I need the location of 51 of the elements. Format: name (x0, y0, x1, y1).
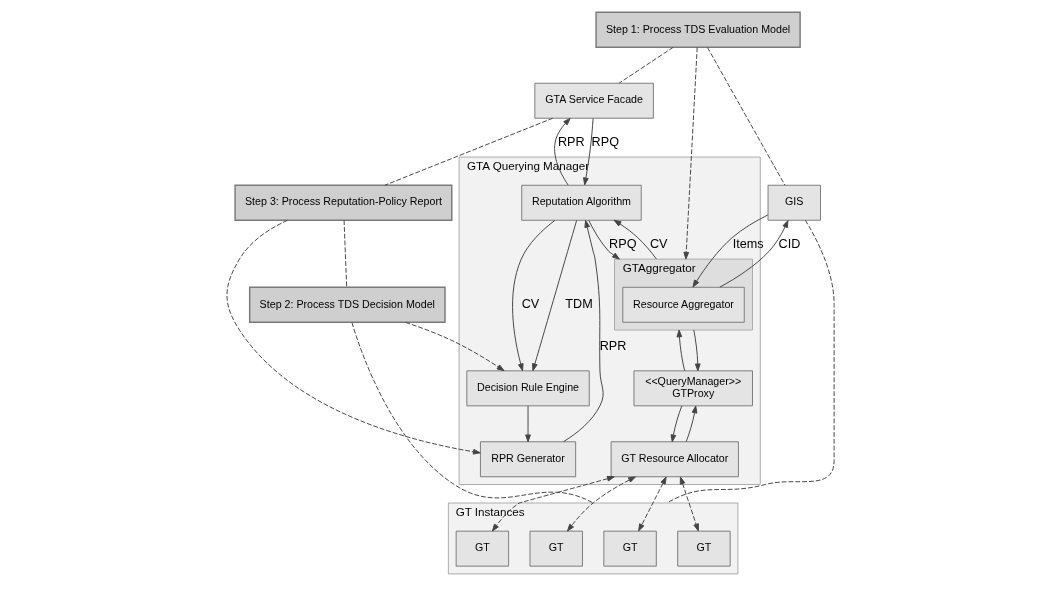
arrow (404, 321, 505, 372)
arrow (583, 118, 594, 186)
edge-label: CV (521, 297, 540, 312)
node-box: GT (677, 530, 731, 567)
node-box: Step 3: Process Reputation-Policy Report (234, 184, 453, 221)
node-box: Reputation Algorithm (521, 184, 642, 221)
connector (707, 47, 786, 186)
edge-label: CV (649, 236, 668, 251)
node-box: <<QueryManager>> GTProxy (633, 370, 753, 407)
edge-label: RPR (599, 338, 627, 353)
arrow (638, 476, 667, 532)
connector (343, 219, 348, 288)
arrow (670, 405, 683, 443)
edge-label: Items (732, 236, 764, 251)
arrow (676, 329, 686, 372)
connector (384, 117, 554, 186)
connector (351, 322, 594, 504)
node-box: Step 2: Process TDS Decision Model (248, 286, 446, 323)
node-box: Decision Rule Engine (466, 370, 590, 407)
arrow (719, 220, 789, 288)
arrow (685, 405, 698, 443)
arrow (525, 405, 531, 443)
edge-label: RPQ (591, 134, 619, 149)
edge-label: RPR (557, 134, 585, 149)
arrow (567, 476, 636, 532)
node-box: Step 1: Process TDS Evaluation Model (595, 11, 801, 48)
arrow (512, 219, 556, 372)
arrow (226, 219, 481, 455)
edge-label: RPQ (609, 236, 637, 251)
node-box: GTA Service Facade (534, 82, 654, 119)
arrow (679, 476, 699, 532)
node-box: GT (455, 530, 510, 567)
arrow (532, 219, 578, 372)
node-box: GT (603, 530, 657, 567)
node-box: GT Resource Allocator (610, 441, 739, 478)
node-box: GT (529, 530, 583, 567)
connector (666, 219, 835, 504)
connector (618, 46, 674, 84)
arrow (693, 329, 701, 372)
arrow (692, 214, 769, 288)
node-box: Resource Aggregator (622, 286, 745, 323)
arrow (491, 475, 615, 532)
node-box: RPR Generator (479, 441, 577, 478)
node-box: GIS (767, 184, 821, 221)
arrow (554, 117, 571, 186)
arrow (613, 219, 657, 260)
arrow (588, 219, 620, 260)
edge-label: CID (778, 236, 801, 251)
arrow (563, 220, 604, 443)
arrow (683, 46, 698, 260)
edge-label: TDM (565, 297, 593, 312)
